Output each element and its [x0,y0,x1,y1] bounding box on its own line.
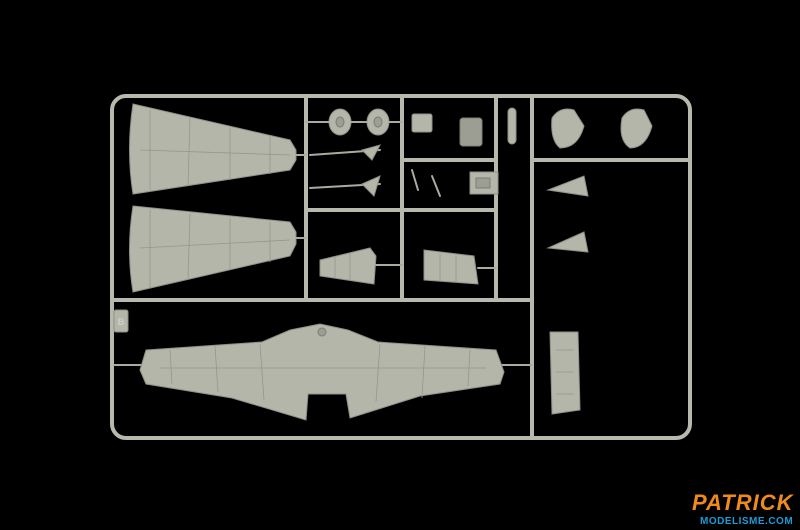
lower-wing-part [139,323,505,421]
watermark-brand-bottom: MODELISME.COM [700,516,793,527]
sprue-frame [110,94,692,440]
tailfin-parts [546,175,589,253]
fuselage-half-upper [129,103,307,195]
tail-surface-right [423,249,497,285]
fuselage-half-lower [129,205,307,293]
cockpit-parts [411,107,517,197]
watermark-brand-top: PATRICK [692,490,795,515]
frame-code: B [118,317,125,327]
cowling-parts [551,108,653,149]
tail-surface-left [319,247,403,285]
frame-code-tab: B [113,309,129,333]
watermark-logo: PATRICK MODELISME.COM [692,490,795,527]
gear-strut-parts [309,144,381,197]
seat-part [549,331,581,415]
wheel-parts [305,108,403,136]
